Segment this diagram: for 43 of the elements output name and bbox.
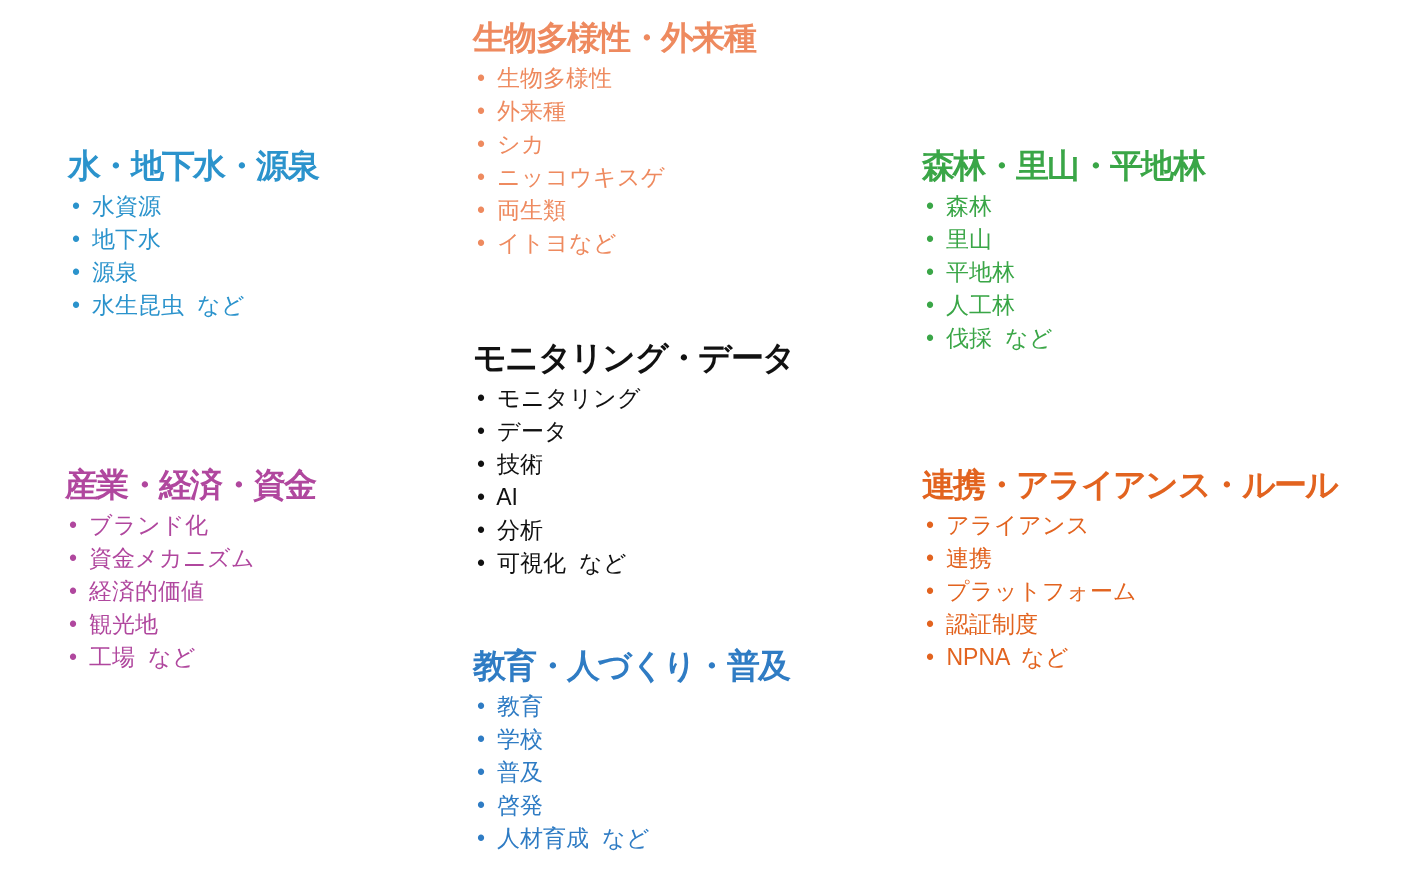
group-heading: モニタリング・データ <box>473 338 795 378</box>
bullet-item: • 両生類 <box>477 197 567 223</box>
bullet-item: • ニッコウキスゲ <box>477 164 666 190</box>
bullet-item: • NPNA など <box>926 644 1070 670</box>
bullet-item: • 連携 <box>926 545 993 571</box>
group-heading: 連携・アライアンス・ルール <box>922 465 1338 505</box>
bullet-item: • 可視化 など <box>477 550 627 576</box>
bullet-item: • 人工林 <box>926 292 1016 318</box>
group-heading: 森林・里山・平地林 <box>922 146 1205 186</box>
bullet-item: • 教育 <box>477 693 544 719</box>
bullet-item: • 啓発 <box>477 792 544 818</box>
group-heading: 水・地下水・源泉 <box>68 146 319 186</box>
bullet-item: • 水生昆虫 など <box>72 292 245 318</box>
group-heading: 生物多様性・外来種 <box>473 18 756 58</box>
bullet-item: • 技術 <box>477 451 544 477</box>
bullet-item: • 伐採 など <box>926 325 1053 351</box>
bullet-item: • 経済的価値 <box>69 578 205 604</box>
bullet-item: • 人材育成 など <box>477 825 650 851</box>
bullet-item: • 工場 など <box>69 644 196 670</box>
bullet-item: • 源泉 <box>72 259 139 285</box>
bullet-item: • 平地林 <box>926 259 1016 285</box>
bullet-item: • プラットフォーム <box>926 578 1138 604</box>
bullet-item: • 認証制度 <box>926 611 1039 637</box>
bullet-item: • 生物多様性 <box>477 65 613 91</box>
bullet-item: • 森林 <box>926 193 993 219</box>
bullet-item: • 水資源 <box>72 193 162 219</box>
group-heading: 産業・経済・資金 <box>65 465 316 505</box>
bullet-item: • 観光地 <box>69 611 159 637</box>
group-heading: 教育・人づくり・普及 <box>473 646 790 686</box>
bullet-item: • 地下水 <box>72 226 162 252</box>
bullet-item: • データ <box>477 418 569 444</box>
bullet-item: • AI <box>477 484 518 510</box>
bullet-item: • シカ <box>477 131 546 157</box>
bullet-item: • ブランド化 <box>69 512 209 538</box>
bullet-item: • 外来種 <box>477 98 567 124</box>
bullet-item: • 普及 <box>477 759 544 785</box>
bullet-item: • アライアンス <box>926 512 1091 538</box>
bullet-item: • イトヨなど <box>477 230 618 256</box>
bullet-item: • モニタリング <box>477 385 642 411</box>
bullet-item: • 分析 <box>477 517 544 543</box>
bullet-item: • 学校 <box>477 726 544 752</box>
bullet-item: • 資金メカニズム <box>69 545 256 571</box>
bullet-item: • 里山 <box>926 226 993 252</box>
